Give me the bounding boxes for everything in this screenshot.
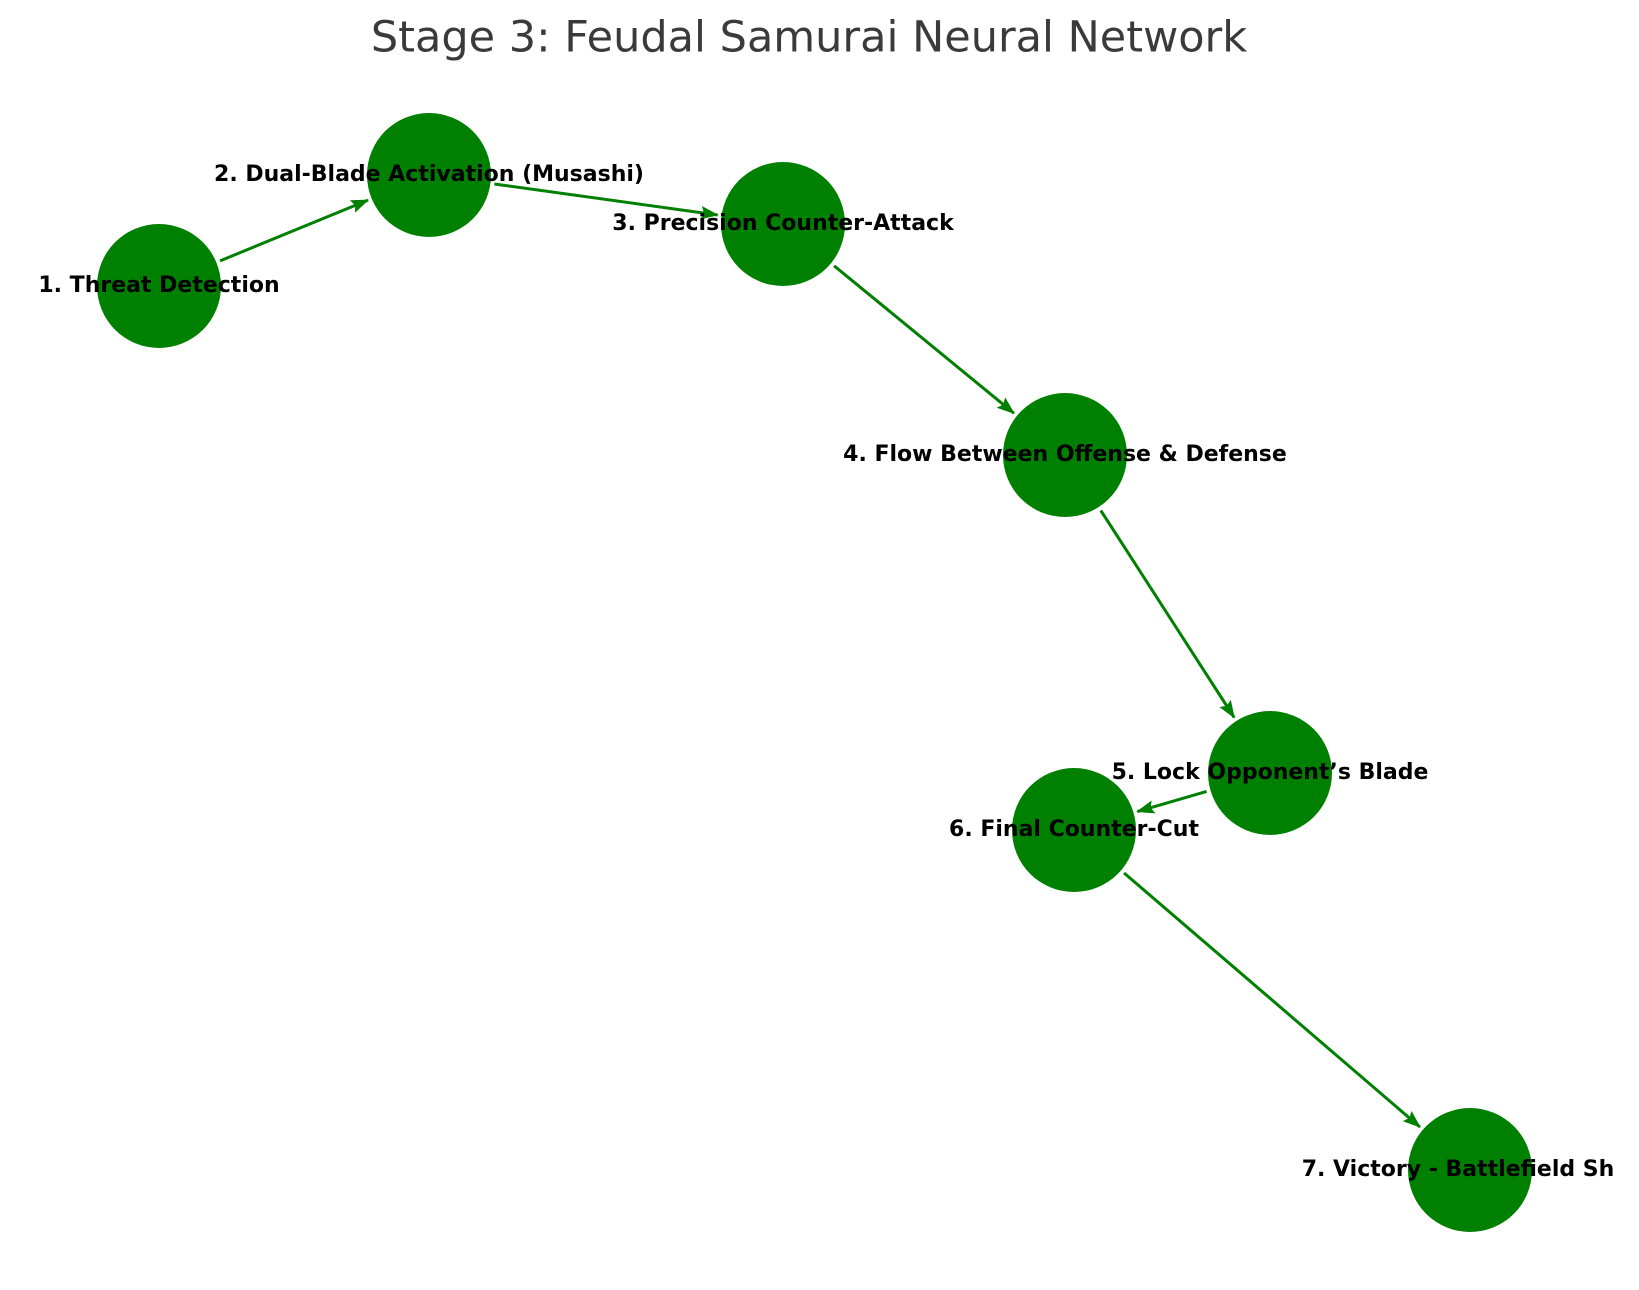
graph-node-6 — [1012, 768, 1136, 892]
graph-node-label-6: 6. Final Counter-Cut — [949, 816, 1199, 842]
figure-title: Stage 3: Feudal Samurai Neural Network — [370, 12, 1248, 63]
graph-edge-4-to-5 — [1099, 509, 1236, 719]
graph-edge-6-to-7 — [1123, 871, 1421, 1129]
graph-node-7 — [1408, 1108, 1532, 1232]
graph-edge-3-to-4 — [833, 264, 1015, 415]
graph-node-label-4: 4. Flow Between Offense & Defense — [843, 441, 1287, 467]
graph-node-label-5: 5. Lock Opponent’s Blade — [1111, 759, 1429, 785]
graph-node-label-1: 1. Threat Detection — [38, 272, 280, 298]
graph-node-4 — [1003, 393, 1127, 517]
graph-edge-2-to-3 — [494, 182, 719, 220]
graph-node-label-2: 2. Dual-Blade Activation (Musashi) — [214, 161, 644, 187]
graph-node-3 — [721, 162, 845, 286]
graph-node-2 — [367, 113, 491, 237]
graph-edge-1-to-2 — [219, 198, 370, 263]
graph-node-label-7: 7. Victory - Battlefield Sh — [1301, 1156, 1615, 1182]
graph-node-5 — [1208, 711, 1332, 835]
graph-node-1 — [97, 224, 221, 348]
graph-node-label-3: 3. Precision Counter-Attack — [612, 210, 954, 236]
graph-edge-5-to-6 — [1136, 789, 1208, 814]
